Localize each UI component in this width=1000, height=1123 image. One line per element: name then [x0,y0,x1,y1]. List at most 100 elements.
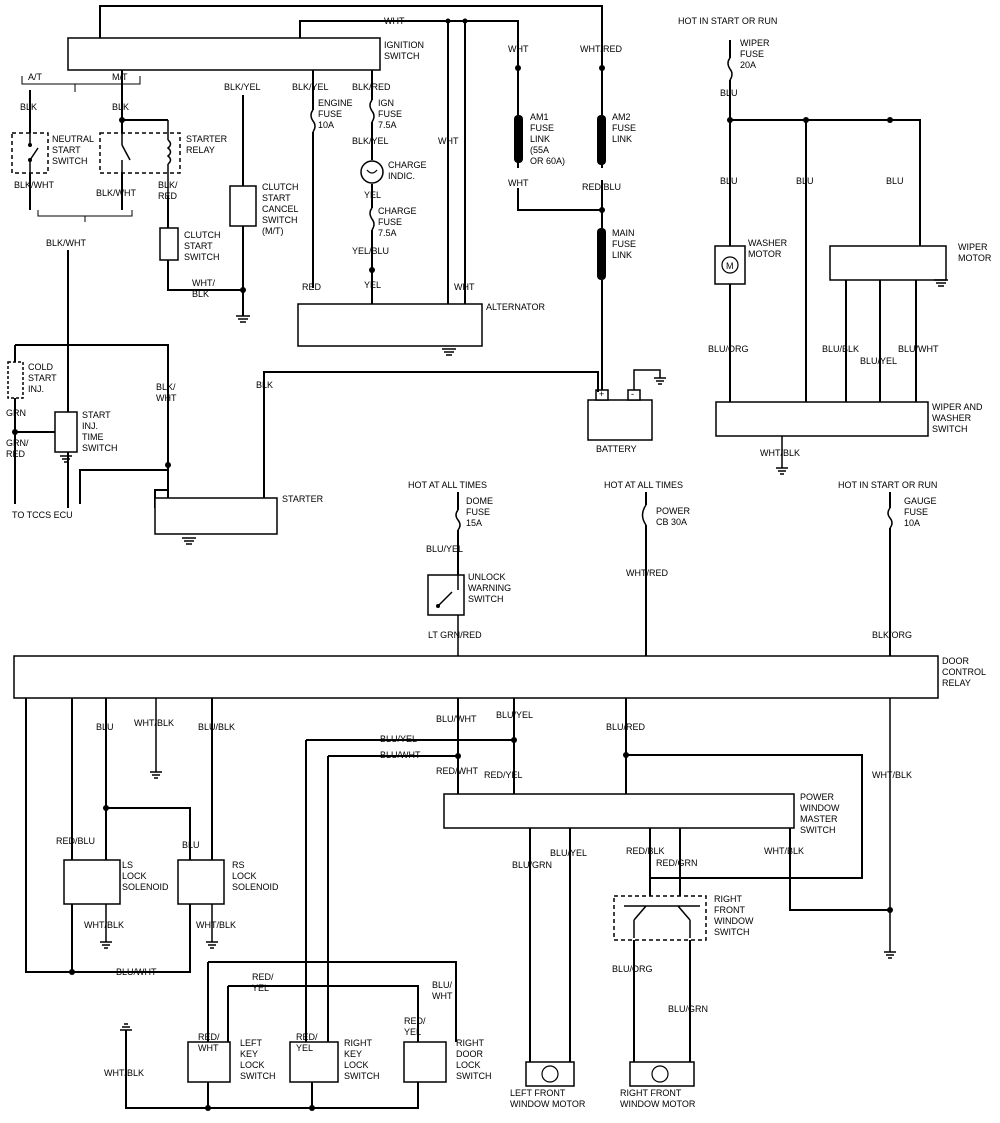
battery-label: BATTERY [596,444,637,454]
red-blk-rf-label: RED/BLK [626,846,665,856]
wht-blk-key-label: WHT/BLK [104,1068,144,1078]
to-tccs-label: TO TCCS ECU [12,510,73,520]
wht-red-cb-label: WHT/RED [626,568,668,578]
left-key-lock-switch [187,1041,231,1083]
hot-all-times-1-label: HOT AT ALL TIMES [408,480,487,490]
blu-wht-dcr-label: BLU/WHT [436,714,477,724]
door-control-relay [13,655,939,699]
alternator-label: ALTERNATOR [486,302,546,312]
wht-blk-pw-label: WHT/BLK [764,846,804,856]
blu-wht-bottom-label: BLU/WHT [116,967,157,977]
washer-motor [714,245,746,285]
red-yel-key3-label: RED/YEL [404,1016,426,1037]
yel-alt-label: YEL [364,280,381,290]
blu-yel-dome-label: BLU/YEL [426,544,463,554]
blk-org-label: BLK/ORG [872,630,912,640]
wht-am1-below-label: WHT [508,178,529,188]
clutch-start-switch [159,227,179,261]
blu-yel-run-label: BLU/YEL [380,734,417,744]
starter-relay [99,132,181,174]
red-alt-label: RED [302,282,322,292]
blu-dcr-label: BLU [96,722,114,732]
ignition-switch [67,37,381,71]
battery-plus-label: + [599,389,604,399]
red-wht-pw-label: RED/WHT [436,766,478,776]
main-fuse-link-icon [597,228,606,280]
right-key-lock-switch [289,1041,339,1083]
starter-label: STARTER [282,494,324,504]
blu-rs-label: BLU [182,840,200,850]
wht-alt-b-label: WHT [454,282,475,292]
blu-red-dcr-label: BLU/RED [606,722,646,732]
wiper-washer-switch [715,401,929,437]
blk-mt-label: BLK [112,102,129,112]
ignition-section [7,5,666,545]
wht-am1-label: WHT [508,44,529,54]
hot-start-run-2-label: HOT IN START OR RUN [838,480,937,490]
wht-blk-rs-label: WHT/BLK [196,920,236,930]
blk-at-label: BLK [20,102,37,112]
at-label: A/T [28,72,43,82]
blk-red-ign-label: BLK/RED [352,82,391,92]
blu-wht-run-label: BLU/WHT [380,750,421,760]
blk-yel-charge-label: BLK/YEL [352,136,389,146]
blk-starter-label: BLK [256,380,273,390]
wht-blk-clutch-label: WHT/BLK [192,278,215,299]
wht-blk-dcr-label: WHT/BLK [134,718,174,728]
am1-fuse-link-icon [514,115,523,163]
blu-yel-wiper-label: BLU/YEL [860,356,897,366]
red-yel-key-label: RED/YEL [252,972,274,993]
blu-main-label: BLU [720,88,738,98]
motor-m-label: M [726,261,734,271]
wht-blk-right-label: WHT/BLK [872,770,912,780]
alternator [297,303,483,347]
blu-yel-dcr-label: BLU/YEL [496,710,533,720]
battery [587,399,653,441]
blu-blk-dcr-label: BLU/BLK [198,722,235,732]
ls-lock-solenoid [63,859,121,905]
blu-washer-label: BLU [720,176,738,186]
blu-yel-lf-label: BLU/YEL [550,848,587,858]
blu-grn-rf-label: BLU/GRN [668,1004,708,1014]
right-front-window-switch [613,895,707,941]
hot-start-run-1-label: HOT IN START OR RUN [678,16,777,26]
wht-top-label: WHT [384,16,405,26]
grn-red-label: GRN/RED [6,438,29,459]
am2-fuse-link-icon [597,115,606,165]
blk-wht-starter-label: BLK/WHT [156,382,177,403]
wht-red-am2-label: WHT/RED [580,44,622,54]
starter [154,497,278,535]
red-grn-rf-label: RED/GRN [656,858,698,868]
start-injection-time-switch [54,411,78,453]
mt-label: M/T [112,72,128,82]
blk-wht-ns-label: BLK/WHT [14,180,55,190]
red-wht-key-label: RED/WHT [198,1032,220,1053]
red-yel-pw-label: RED/YEL [484,770,523,780]
blk-yel-clutch-label: BLK/YEL [224,82,261,92]
